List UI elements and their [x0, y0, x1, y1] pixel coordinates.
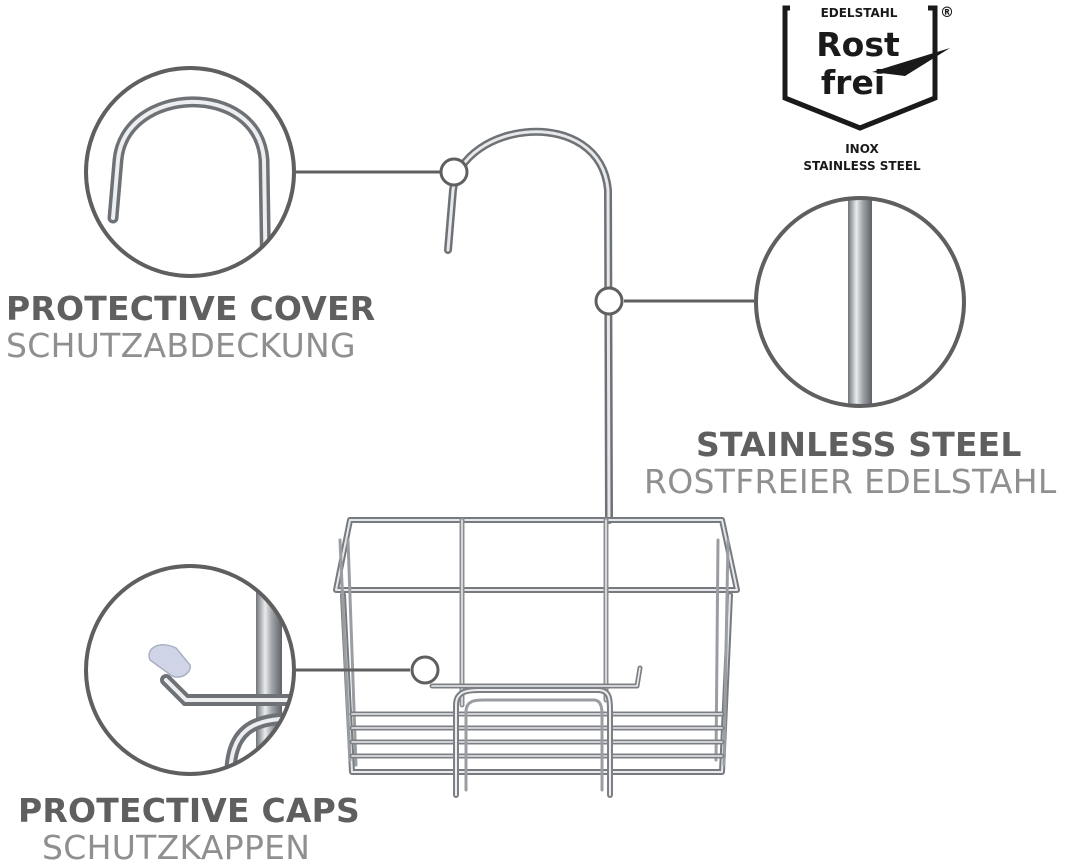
leader-lines [296, 170, 754, 672]
detail-circle-steel [754, 196, 966, 408]
logo-line-1: Rost [816, 25, 900, 64]
callout-steel-title: STAINLESS STEEL [696, 425, 1022, 464]
detail-circle-cover [84, 66, 296, 278]
logo-top-text: EDELSTAHL [821, 6, 898, 20]
callout-caps-subtitle: SCHUTZKAPPEN [42, 828, 311, 867]
protective-cap-icon [148, 644, 191, 678]
callout-cover-subtitle: SCHUTZABDECKUNG [6, 326, 356, 365]
logo-line-2: frei [821, 63, 885, 102]
callout-cover-title: PROTECTIVE COVER [6, 289, 376, 328]
logo-sub-1: INOX [845, 142, 879, 156]
callout-caps-title: PROTECTIVE CAPS [18, 791, 360, 830]
callout-caps: PROTECTIVE CAPS SCHUTZKAPPEN [18, 794, 360, 864]
callout-steel: STAINLESS STEEL ROSTFREIER EDELSTAHL [644, 428, 1057, 498]
hook-rail [444, 127, 613, 524]
logo-sub-2: STAINLESS STEEL [803, 159, 921, 173]
swoosh-icon [872, 48, 950, 76]
callout-steel-subtitle: ROSTFREIER EDELSTAHL [644, 462, 1057, 501]
marker-dots [410, 157, 624, 685]
basket [333, 517, 740, 798]
callout-cover: PROTECTIVE COVER SCHUTZABDECKUNG [6, 292, 375, 362]
logo-registered-mark: ® [940, 5, 954, 21]
rostfrei-logo: EDELSTAHL ® Rost frei INOX STAINLESS STE… [782, 4, 954, 173]
detail-circle-caps [84, 564, 296, 776]
